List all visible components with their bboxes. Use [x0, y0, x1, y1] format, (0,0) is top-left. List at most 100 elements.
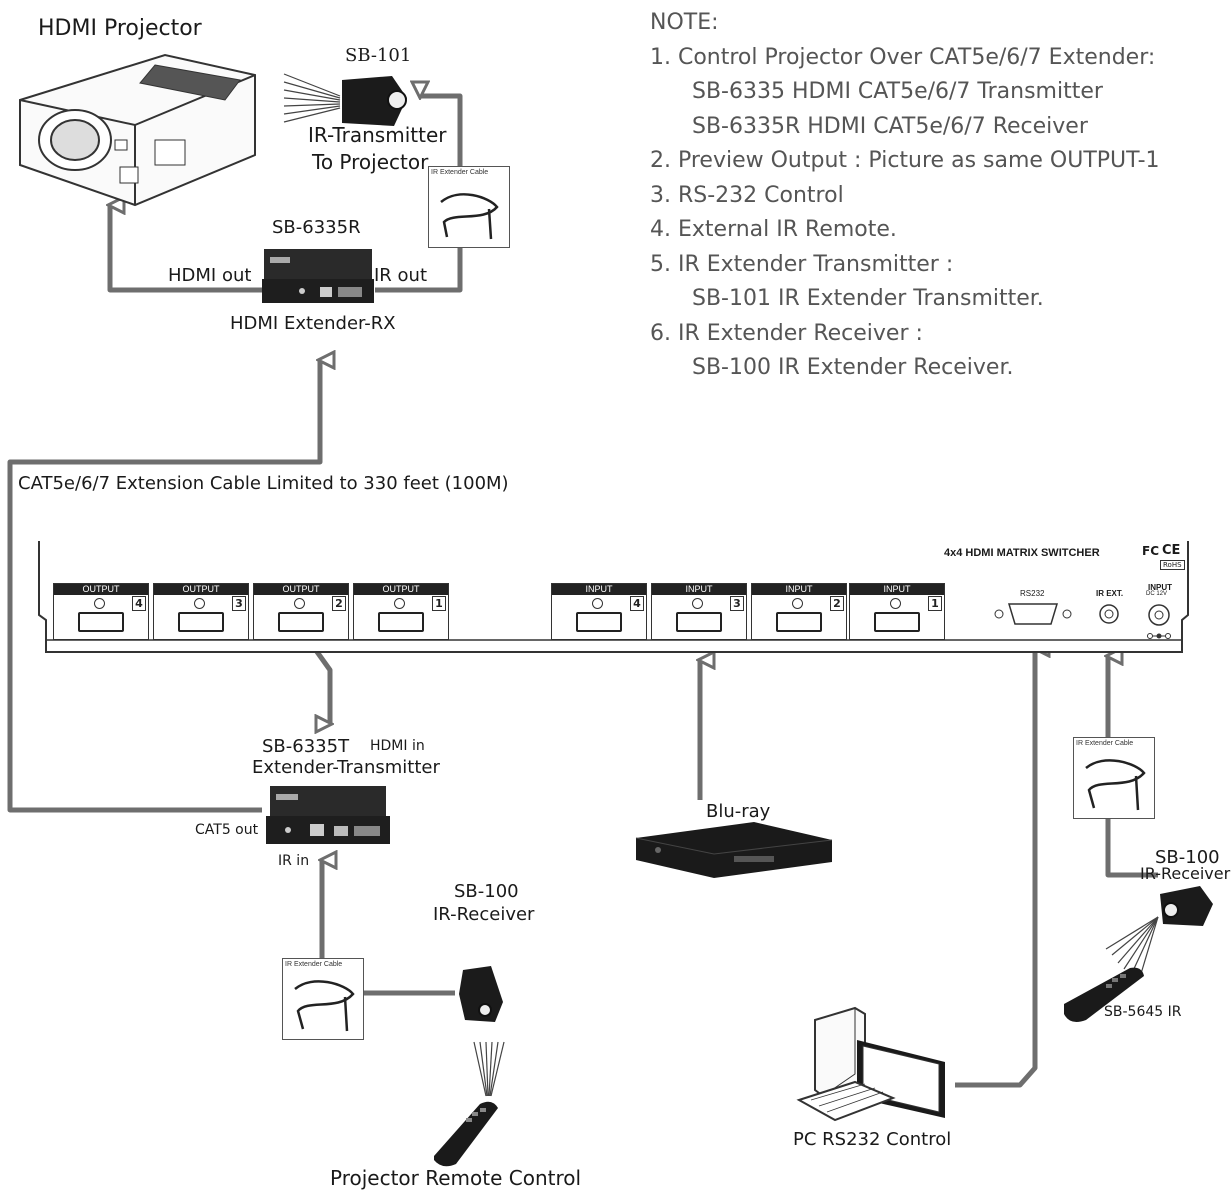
led-icon [194, 598, 205, 609]
port-number: 2 [332, 596, 346, 611]
ir-receiver-left-label: IR-Receiver [433, 904, 535, 925]
port-number: 1 [432, 596, 446, 611]
note-item: 1. Control Projector Over CAT5e/6/7 Exte… [650, 44, 1156, 70]
port-number: 4 [630, 596, 644, 611]
projector-title: HDMI Projector [38, 16, 202, 41]
fc-mark: FC [1142, 544, 1160, 558]
cat-cable-label: CAT5e/6/7 Extension Cable Limited to 330… [18, 473, 509, 494]
hdmi-output-port-3: OUTPUT 3 [153, 583, 249, 640]
rohs-mark: RoHS [1160, 560, 1185, 570]
wire-rs232 [955, 648, 1035, 1088]
to-projector-label: To Projector [312, 150, 429, 174]
extender-transmitter-label: Extender-Transmitter [252, 757, 440, 778]
ir-extender-cable-label: IR Extender Cable [431, 169, 489, 176]
hdmi-extender-tx-device [266, 786, 390, 844]
wire-ir-ext [1108, 656, 1158, 878]
ir-in-label: IR in [278, 853, 310, 869]
rs232-port-icon [994, 603, 1072, 625]
pc-computer-icon [796, 1006, 945, 1122]
hdmi-input-port-1: INPUT 1 [849, 583, 945, 640]
hdmi-socket-icon [576, 612, 622, 632]
note-item: 6. IR Extender Receiver : [650, 320, 923, 346]
sb6335t-label: SB-6335T [262, 736, 350, 757]
hdmi-extender-rx-device [262, 249, 374, 303]
port-number: 3 [730, 596, 744, 611]
sb101-label: SB-101 [345, 45, 412, 66]
ir-extender-cable-top: IR Extender Cable [428, 166, 510, 248]
hdmi-socket-icon [874, 612, 920, 632]
rs232-label: RS232 [1020, 589, 1045, 598]
port-label: OUTPUT [254, 584, 348, 595]
port-label: OUTPUT [54, 584, 148, 595]
sb100-right-label: SB-100 [1155, 847, 1220, 868]
sb5645-ir-label: SB-5645 IR [1104, 1004, 1182, 1020]
hdmi-extender-rx-label: HDMI Extender-RX [230, 313, 396, 334]
hdmi-out-label: HDMI out [168, 265, 252, 286]
ir-ext-label: IR EXT. [1096, 589, 1124, 598]
ir-receiver-right-icon [1160, 886, 1213, 926]
note-item: SB-100 IR Extender Receiver. [692, 355, 1014, 380]
ir-transmitter-label: IR-Transmitter [308, 123, 447, 147]
led-icon [94, 598, 105, 609]
port-label: OUTPUT [354, 584, 448, 595]
wire-hdmi-out [110, 205, 262, 293]
ce-mark: CE [1162, 543, 1181, 558]
ir-receiver-left-icon [459, 966, 503, 1022]
hdmi-in-label: HDMI in [370, 738, 425, 754]
ir-extender-cable-right: IR Extender Cable [1073, 737, 1155, 819]
hdmi-input-port-2: INPUT 2 [751, 583, 847, 640]
note-item: 5. IR Extender Transmitter : [650, 251, 954, 277]
bluray-player-device [635, 822, 833, 878]
led-icon [394, 598, 405, 609]
hdmi-input-port-3: INPUT 3 [651, 583, 747, 640]
hdmi-socket-icon [676, 612, 722, 632]
sb6335r-label: SB-6335R [272, 217, 361, 238]
sb100-left-label: SB-100 [454, 881, 519, 902]
wire-cat5 [7, 360, 320, 813]
hdmi-socket-icon [278, 612, 324, 632]
hdmi-input-port-4: INPUT 4 [551, 583, 647, 640]
cable-icon [294, 980, 355, 1032]
port-label: INPUT [652, 584, 746, 595]
projector-remote-icon [434, 1101, 498, 1167]
note-item: 2. Preview Output : Picture as same OUTP… [650, 148, 1160, 173]
remote-control-right-icon [1064, 967, 1144, 1022]
port-label: INPUT [552, 584, 646, 595]
ir-beam-left-icon [473, 1041, 505, 1097]
ir-ext-jack-icon [1099, 604, 1119, 624]
switcher-title: 4x4 HDMI MATRIX SWITCHER [944, 547, 1100, 559]
note-item: SB-101 IR Extender Transmitter. [692, 286, 1044, 311]
power-spec-label: DC 12V [1146, 591, 1168, 597]
hdmi-socket-icon [178, 612, 224, 632]
ir-receiver-right-label: IR-Receiver [1140, 864, 1231, 883]
note-item: SB-6335 HDMI CAT5e/6/7 Transmitter [692, 79, 1103, 104]
power-jack-icon [1147, 604, 1171, 639]
cable-icon [440, 193, 499, 240]
hdmi-socket-icon [776, 612, 822, 632]
led-icon [692, 598, 703, 609]
projector-icon [19, 53, 256, 207]
hdmi-output-port-4: OUTPUT 4 [53, 583, 149, 640]
hdmi-output-port-2: OUTPUT 2 [253, 583, 349, 640]
port-number: 3 [232, 596, 246, 611]
led-icon [792, 598, 803, 609]
ir-out-label: IR out [374, 265, 428, 286]
note-item: 3. RS-232 Control [650, 182, 844, 208]
cat5-out-label: CAT5 out [195, 822, 259, 838]
notes-panel: NOTE: 1. Control Projector Over CAT5e/6/… [650, 6, 1160, 386]
ir-beam-icon [1105, 916, 1159, 978]
cable-icon [1085, 759, 1146, 811]
ir-extender-cable-label: IR Extender Cable [285, 961, 343, 968]
port-label: OUTPUT [154, 584, 248, 595]
hdmi-socket-icon [378, 612, 424, 632]
port-number: 4 [132, 596, 146, 611]
note-item: 4. External IR Remote. [650, 217, 897, 242]
led-icon [890, 598, 901, 609]
led-icon [294, 598, 305, 609]
led-icon [592, 598, 603, 609]
port-label: INPUT [752, 584, 846, 595]
bluray-label: Blu-ray [706, 801, 771, 822]
port-label: INPUT [850, 584, 944, 595]
pc-rs232-label: PC RS232 Control [793, 1129, 952, 1150]
